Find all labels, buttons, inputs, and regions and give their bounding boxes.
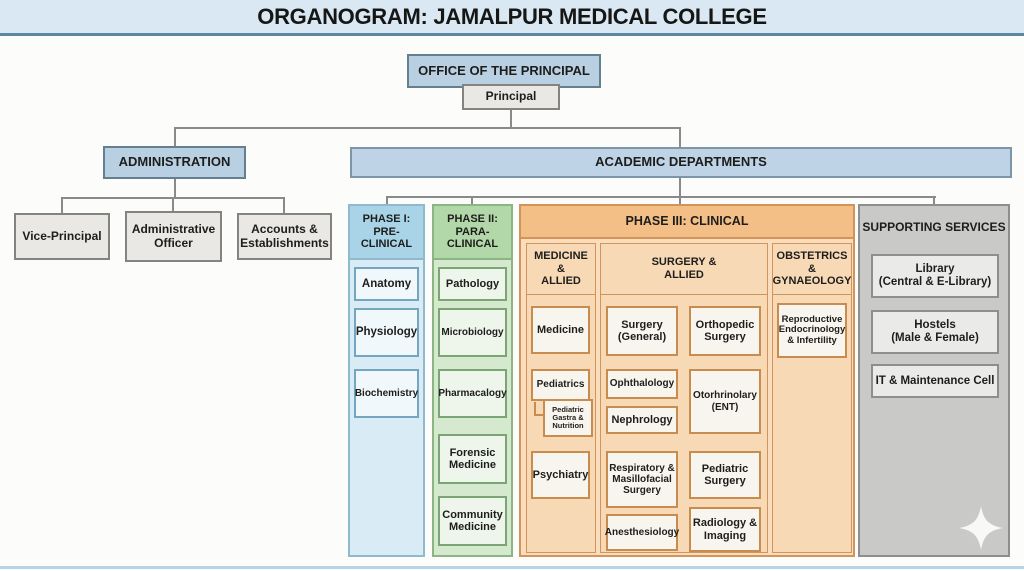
connector-line <box>510 110 512 128</box>
orthopedic-surgery-box: Orthopedic Surgery <box>689 306 761 356</box>
connector-line <box>933 198 935 205</box>
supporting-services-column: SUPPORTING SERVICES Library (Central & E… <box>858 204 1010 557</box>
sparkle-watermark-icon <box>959 506 1003 550</box>
pediatric-surgery-box: Pediatric Surgery <box>689 451 761 499</box>
phase1-header: PHASE I: PRE- CLINICAL <box>350 206 423 260</box>
phase3-column: PHASE III: CLINICAL MEDICINE & ALLIED Me… <box>519 204 855 557</box>
title-band: ORGANOGRAM: JAMALPUR MEDICAL COLLEGE <box>0 0 1024 33</box>
page-title: ORGANOGRAM: JAMALPUR MEDICAL COLLEGE <box>257 3 767 29</box>
community-medicine-box: Community Medicine <box>438 496 507 546</box>
surgery-general-box: Surgery (General) <box>606 306 678 356</box>
accounts-establishments-box: Accounts & Establishments <box>237 213 332 260</box>
biochemistry-box: Biochemistry <box>354 369 419 418</box>
medicine-allied-panel: MEDICINE & ALLIED Medicine Pediatrics Pe… <box>526 243 596 553</box>
nephrology-box: Nephrology <box>606 406 678 434</box>
connector-line <box>679 129 681 147</box>
physiology-box: Physiology <box>354 308 419 357</box>
academic-departments-bar: ACADEMIC DEPARTMENTS <box>350 147 1012 178</box>
psychiatry-box: Psychiatry <box>531 451 590 499</box>
surgery-allied-panel: SURGERY & ALLIED Surgery (General) Ophth… <box>600 243 768 553</box>
office-of-principal-box: OFFICE OF THE PRINCIPAL <box>407 54 601 88</box>
phase3-header: PHASE III: CLINICAL <box>521 206 853 239</box>
obstetrics-gynaecology-header: OBSTETRICS & GYNAEOLOGY <box>773 244 851 295</box>
pharmacology-box: Pharmacalogy <box>438 369 507 418</box>
pediatrics-box: Pediatrics <box>531 369 590 401</box>
connector-line <box>61 197 285 199</box>
principal-box: Principal <box>462 84 560 110</box>
forensic-medicine-box: Forensic Medicine <box>438 434 507 484</box>
title-underline <box>0 33 1024 36</box>
connector-line <box>534 402 536 416</box>
medicine-allied-header: MEDICINE & ALLIED <box>527 244 595 295</box>
connector-line <box>283 199 285 213</box>
supporting-services-header: SUPPORTING SERVICES <box>862 220 1006 235</box>
respiratory-maxillofacial-surgery-box: Respiratory & Masillofacial Surgery <box>606 451 678 508</box>
medicine-box: Medicine <box>531 306 590 354</box>
pathology-box: Pathology <box>438 267 507 301</box>
connector-line <box>174 127 681 129</box>
connector-line <box>172 199 174 211</box>
administrative-officer-box: Administrative Officer <box>125 211 222 262</box>
bottom-accent-bar <box>0 566 1024 569</box>
phase2-column: PHASE II: PARA- CLINICAL Pathology Micro… <box>432 204 513 557</box>
hostels-box: Hostels (Male & Female) <box>871 310 999 354</box>
connector-line <box>174 129 176 146</box>
connector-line <box>61 199 63 213</box>
phase2-header: PHASE II: PARA- CLINICAL <box>434 206 511 260</box>
anesthesiology-box: Anesthesiology <box>605 514 679 551</box>
surgery-allied-header: SURGERY & ALLIED <box>601 244 767 295</box>
vice-principal-box: Vice-Principal <box>14 213 110 260</box>
microbiology-box: Microbiology <box>438 308 507 357</box>
connector-line <box>679 178 681 196</box>
library-box: Library (Central & E-Library) <box>871 254 999 298</box>
it-maintenance-cell-box: IT & Maintenance Cell <box>871 364 999 398</box>
radiology-imaging-box: Radiology & Imaging <box>689 507 761 552</box>
administration-box: ADMINISTRATION <box>103 146 246 179</box>
connector-line <box>174 179 176 197</box>
otorhinolaryngology-ent-box: Otorhrinolary (ENT) <box>689 369 761 434</box>
connector-line <box>471 198 473 205</box>
connector-line <box>386 196 936 198</box>
obstetrics-gynaecology-panel: OBSTETRICS & GYNAEOLOGY Reproductive End… <box>772 243 852 553</box>
connector-line <box>386 198 388 205</box>
anatomy-box: Anatomy <box>354 267 419 301</box>
pediatric-gastro-nutrition-box: Pediatric Gastra & Nutrition <box>543 399 593 437</box>
reproductive-endocrinology-infertility-box: Reproductive Endocrinology & Infertility <box>777 303 847 358</box>
ophthalmology-box: Ophthalology <box>606 369 678 399</box>
phase1-column: PHASE I: PRE- CLINICAL Anatomy Physiolog… <box>348 204 425 557</box>
connector-line <box>679 198 681 205</box>
connector-line <box>534 414 544 416</box>
